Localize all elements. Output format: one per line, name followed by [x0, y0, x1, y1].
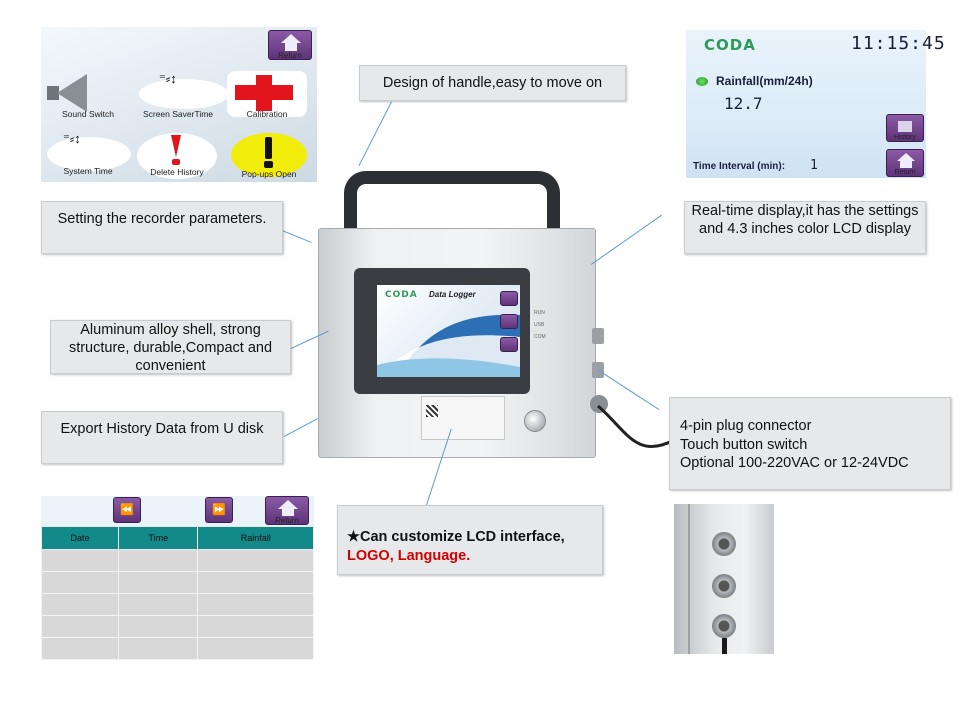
table-row: [40, 615, 314, 638]
connector-port: [712, 574, 736, 598]
lcd-swoosh-graphic: [377, 314, 520, 377]
exclamation-icon: [171, 135, 181, 157]
connector-port: [712, 614, 736, 638]
home-icon: [897, 153, 915, 161]
device-lcd-screen: CODA Data Logger: [377, 285, 520, 377]
connector-line: Optional 100-220VAC or 12-24VDC: [680, 455, 909, 471]
leader-line: [284, 418, 319, 437]
connector-line: Touch button switch: [680, 436, 808, 453]
history-table: Date Time Rainfall: [40, 526, 314, 660]
screen-saver-time-button[interactable]: [139, 79, 229, 109]
connector-photo: [674, 504, 774, 654]
callout-setting: Setting the recorder parameters.: [41, 201, 283, 254]
qr-code-icon: [426, 405, 438, 417]
clock-time: 11:15:45: [851, 33, 946, 54]
callout-export: Export History Data from U disk: [41, 411, 283, 464]
clock-hands-icon: ⁼⸗↕: [63, 131, 81, 146]
settings-screen-panel: Return Sound Switch ⁼⸗↕ Screen SaverTime…: [41, 27, 317, 182]
previous-page-button[interactable]: ⏪: [113, 497, 141, 523]
next-page-button[interactable]: ⏩: [205, 497, 233, 523]
return-button[interactable]: Return: [268, 30, 312, 60]
leader-line: [358, 101, 392, 167]
connector-line: 4-pin plug connector: [680, 418, 812, 434]
history-button[interactable]: History: [886, 114, 924, 142]
device-handle: [344, 171, 560, 241]
home-icon: [281, 34, 301, 43]
column-header-time: Time: [118, 526, 199, 550]
status-led-icon: [696, 77, 708, 86]
table-row: [40, 593, 314, 616]
callout-customize: ★Can customize LCD interface, LOGO, Lang…: [337, 505, 603, 575]
table-row: [40, 637, 314, 660]
tile-label-popups-open: Pop-ups Open: [241, 169, 297, 179]
tile-label-sound-switch: Sound Switch: [62, 109, 114, 119]
cable-gland: [590, 395, 608, 413]
lcd-home-button[interactable]: [500, 291, 518, 306]
table-row: [40, 549, 314, 572]
table-row: [40, 571, 314, 594]
callout-realtime: Real-time display,it has the settings an…: [684, 201, 926, 254]
lcd-logo: CODA: [385, 290, 418, 300]
interval-value: 1: [810, 158, 818, 173]
touch-button-switch[interactable]: [524, 410, 546, 432]
indicator-labels: RUN USB COM: [534, 310, 546, 340]
column-header-date: Date: [40, 526, 120, 550]
lcd-title: Data Logger: [429, 290, 476, 299]
tile-label-delete-history: Delete History: [150, 167, 204, 177]
leader-line: [281, 230, 312, 243]
history-screen-panel: ⏪ ⏩ Return Date Time Rainfall: [40, 496, 314, 660]
lcd-help-button[interactable]: [500, 337, 518, 352]
live-display-panel: CODA 11:15:45 Rainfall(mm/24h) 12.7 Time…: [686, 30, 945, 178]
column-header-rainfall: Rainfall: [197, 526, 314, 550]
device-label-plate: [421, 396, 505, 440]
return-button[interactable]: Return: [886, 149, 924, 177]
connector-port: [712, 532, 736, 556]
power-cable: [597, 404, 675, 448]
clock-hands-icon: ⁼⸗↕: [159, 71, 177, 86]
interval-label: Time Interval (min):: [693, 161, 786, 172]
document-icon: [898, 121, 912, 132]
power-cable: [722, 638, 727, 654]
measure-label: Rainfall(mm/24h): [716, 74, 813, 88]
tile-label-screen-saver: Screen SaverTime: [142, 109, 214, 119]
system-time-button[interactable]: [47, 137, 131, 171]
callout-aluminum: Aluminum alloy shell, strong structure, …: [50, 320, 291, 374]
leader-line: [591, 214, 663, 265]
lcd-settings-button[interactable]: [500, 314, 518, 329]
tile-label-system-time: System Time: [63, 166, 113, 176]
callout-connector: 4-pin plug connector Touch button switch…: [669, 397, 951, 490]
measure-value: 12.7: [724, 94, 763, 113]
home-icon: [278, 500, 298, 509]
customize-highlight: LOGO, Language: [347, 548, 467, 564]
return-button[interactable]: Return: [265, 496, 309, 525]
connector-plug: [592, 362, 604, 378]
tile-label-calibration: Calibration: [246, 109, 288, 119]
connector-plug: [592, 328, 604, 344]
callout-handle: Design of handle,easy to move on: [359, 65, 626, 101]
coda-logo: CODA: [704, 36, 756, 54]
exclamation-icon: [265, 137, 272, 159]
